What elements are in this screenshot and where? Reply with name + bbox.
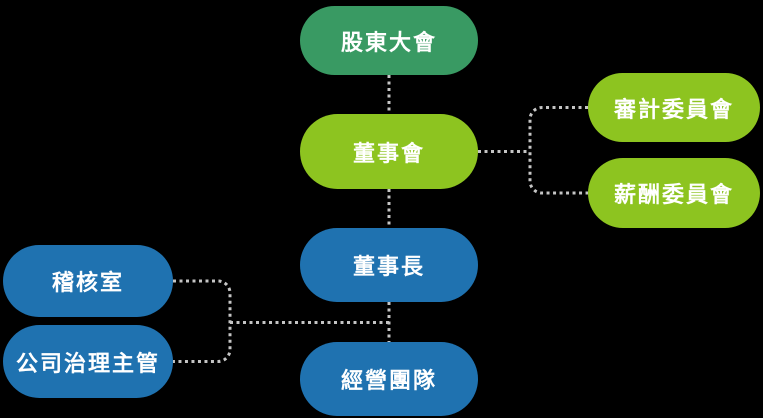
node-internal-audit-office-label: 稽核室 [51,271,124,296]
node-internal-audit-office: 稽核室 [3,245,173,317]
node-audit-committee-label: 審計委員會 [613,97,734,123]
edge-committees-bracket [528,106,588,195]
node-board-of-directors-label: 董事會 [352,141,425,167]
node-compensation-committee: 薪酬委員會 [588,158,760,228]
node-audit-committee: 審計委員會 [588,73,760,142]
node-corporate-governance-officer-label: 公司治理主管 [15,351,160,377]
node-shareholders-meeting: 股東大會 [300,6,478,75]
node-management-team: 經營團隊 [300,342,478,416]
node-corporate-governance-officer: 公司治理主管 [3,325,173,398]
node-chairman-label: 董事長 [352,255,425,280]
edge-left-bracket [173,279,232,363]
node-management-team-label: 經營團隊 [340,369,437,394]
node-board-of-directors: 董事會 [300,114,478,189]
node-chairman: 董事長 [300,228,478,302]
node-shareholders-meeting-label: 股東大會 [340,30,437,56]
node-compensation-committee-label: 薪酬委員會 [613,183,734,208]
